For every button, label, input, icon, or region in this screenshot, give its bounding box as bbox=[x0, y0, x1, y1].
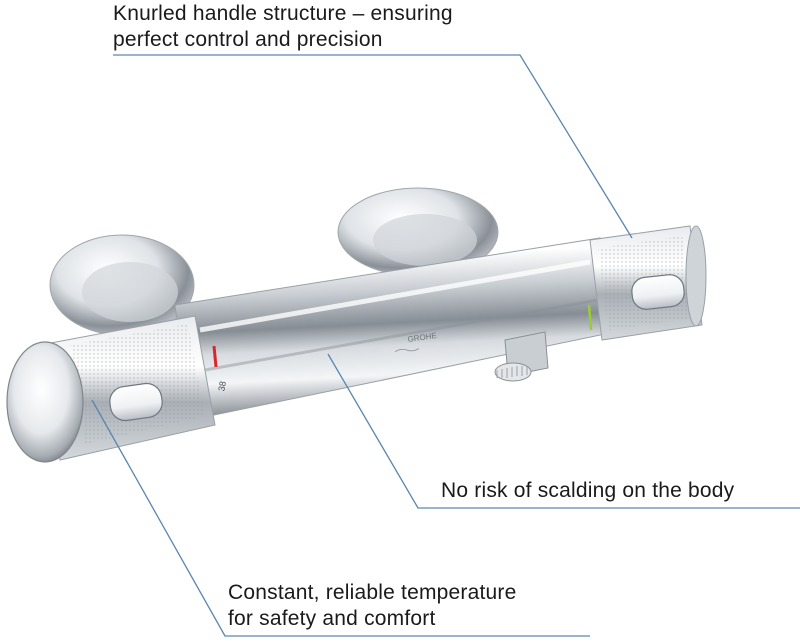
left-wall-escutcheon bbox=[49, 234, 195, 336]
callout-knurled-line1: Knurled handle structure – ensuring bbox=[113, 2, 453, 25]
right-wall-escutcheon bbox=[337, 187, 499, 277]
callout-no-scalding: No risk of scalding on the body bbox=[441, 478, 734, 504]
callout-knurled-handle: Knurled handle structure – ensuring perf… bbox=[113, 1, 453, 53]
temperature-38-label: 38 bbox=[216, 380, 228, 392]
left-handle-button bbox=[109, 382, 163, 422]
shower-outlet bbox=[494, 331, 549, 382]
brand-logo: GROHE bbox=[407, 331, 437, 344]
leader-line-knurled bbox=[113, 54, 633, 239]
callout-knurled-line2: perfect control and precision bbox=[113, 28, 383, 51]
callout-temperature-line2: for safety and comfort bbox=[228, 607, 436, 630]
right-handle-button bbox=[631, 274, 685, 310]
callout-temperature-line1: Constant, reliable temperature bbox=[228, 581, 517, 604]
left-handle-end-cap bbox=[6, 341, 84, 463]
callout-scalding-line1: No risk of scalding on the body bbox=[441, 479, 735, 502]
callout-leader-lines bbox=[91, 54, 800, 637]
left-knurled-handle: 38 bbox=[6, 315, 228, 463]
callout-constant-temperature: Constant, reliable temperature for safet… bbox=[228, 580, 517, 632]
leader-line-scalding bbox=[327, 353, 800, 509]
right-knurled-handle bbox=[587, 225, 707, 341]
hot-indicator-mark bbox=[212, 345, 218, 368]
leader-line-temperature bbox=[91, 399, 590, 637]
cold-indicator-mark bbox=[587, 304, 593, 331]
